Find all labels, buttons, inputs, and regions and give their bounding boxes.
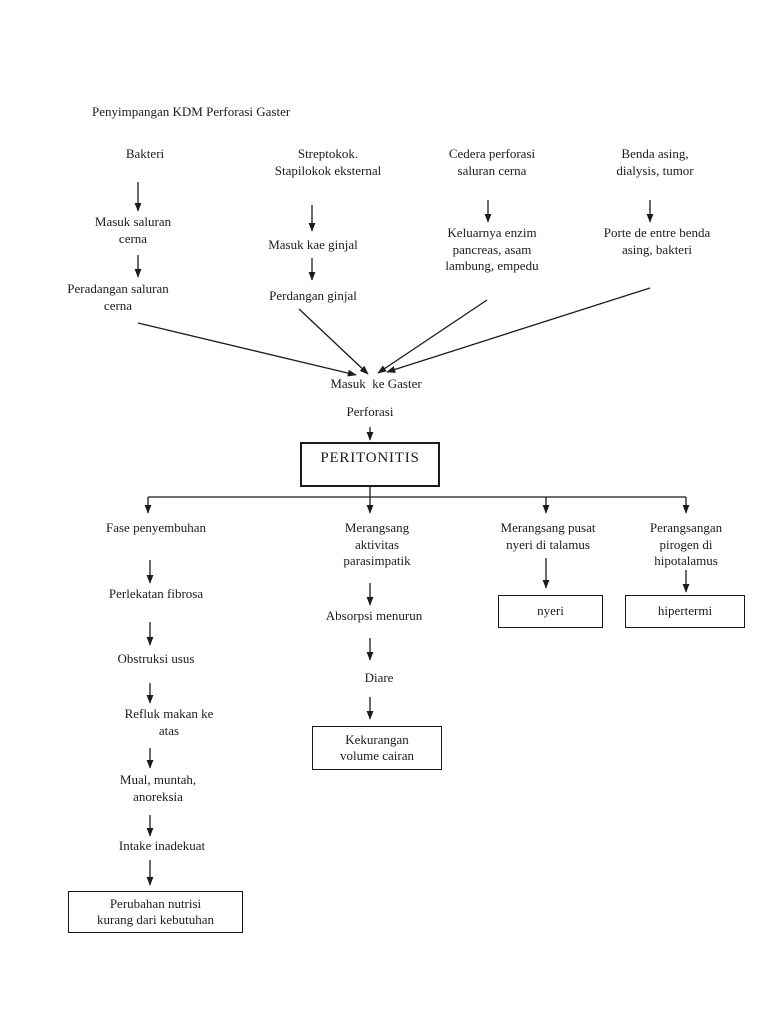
- node-porte-de-entre: Porte de entre benda asing, bakteri: [603, 225, 711, 257]
- node-nyeri-label: nyeri: [537, 603, 564, 619]
- arrow-perdangan-to-gaster: [298, 308, 369, 375]
- arrow-peradangan-to-gaster: [137, 322, 357, 377]
- node-masuk-ke-gaster: Masuk ke Gaster: [330, 376, 422, 391]
- node-refluk-makan: Refluk makan ke atas: [124, 706, 214, 738]
- node-peradangan-saluran-cerna: Peradangan saluran cerna: [67, 281, 169, 313]
- node-kekurangan-volume-label: Kekurangan volume cairan: [340, 731, 414, 764]
- node-diare: Diare: [364, 670, 394, 685]
- node-benda-asing: Benda asing, dialysis, tumor: [616, 146, 694, 178]
- node-hipertermi-box: hipertermi: [625, 595, 745, 628]
- node-intake-inadekuat: Intake inadekuat: [118, 838, 206, 853]
- arrow-keluarnya-to-gaster: [377, 299, 488, 374]
- node-perforasi: Perforasi: [346, 404, 394, 419]
- node-streptokok: Streptokok. Stapilokok eksternal: [274, 146, 382, 178]
- node-hipertermi-label: hipertermi: [657, 603, 713, 619]
- node-merangsang-pusat-nyeri: Merangsang pusat nyeri di talamus: [500, 520, 596, 552]
- node-nyeri-box: nyeri: [498, 595, 603, 628]
- node-masuk-kae-ginjal: Masuk kae ginjal: [268, 237, 358, 252]
- node-kekurangan-volume-box: Kekurangan volume cairan: [312, 726, 442, 770]
- diagram-title: Penyimpangan KDM Perforasi Gaster: [92, 104, 291, 119]
- node-peritonitis-box: PERITONITIS: [300, 442, 440, 487]
- node-perangsangan-pirogen: Perangsangan pirogen di hipotalamus: [649, 520, 723, 568]
- node-obstruksi-usus: Obstruksi usus: [117, 651, 195, 666]
- node-perubahan-nutrisi-label: Perubahan nutrisi kurang dari kebutuhan: [97, 895, 214, 928]
- node-keluarnya-enzim: Keluarnya enzim pancreas, asam lambung, …: [445, 225, 539, 273]
- node-perlekatan-fibrosa: Perlekatan fibrosa: [108, 586, 204, 601]
- node-fase-penyembuhan: Fase penyembuhan: [105, 520, 207, 535]
- node-merangsang-aktivitas: Merangsang aktivitas parasimpatik: [343, 520, 411, 568]
- node-absorpsi-menurun: Absorpsi menurun: [325, 608, 423, 623]
- node-cedera-perforasi: Cedera perforasi saluran cerna: [448, 146, 536, 178]
- arrow-porte-to-gaster: [386, 287, 651, 373]
- node-bakteri: Bakteri: [125, 146, 165, 161]
- node-perdangan-ginjal: Perdangan ginjal: [269, 288, 357, 303]
- node-perubahan-nutrisi-box: Perubahan nutrisi kurang dari kebutuhan: [68, 891, 243, 933]
- node-peritonitis-label: PERITONITIS: [320, 450, 420, 466]
- node-mual-muntah: Mual, muntah, anoreksia: [119, 772, 197, 804]
- node-masuk-saluran-cerna: Masuk saluran cerna: [94, 214, 172, 246]
